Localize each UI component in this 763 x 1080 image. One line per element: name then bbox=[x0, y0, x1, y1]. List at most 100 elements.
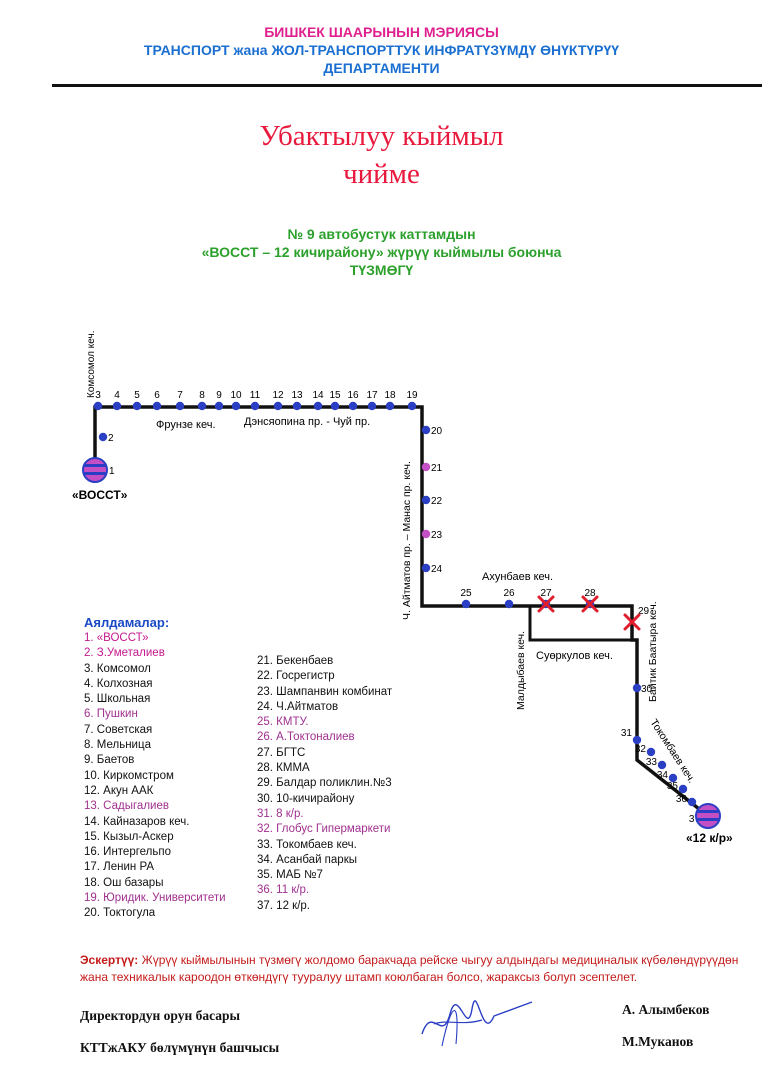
header-divider bbox=[52, 84, 762, 87]
stop-number-23: 23 bbox=[431, 530, 443, 541]
legend-item: 19. Юридик. Университети bbox=[84, 892, 226, 905]
legend-item: 12. Акун ААК bbox=[84, 784, 154, 797]
legend-item: 16. Интергельпо bbox=[84, 846, 172, 859]
note-label: Эскертүү: bbox=[80, 953, 139, 967]
legend-item: 6. Пушкин bbox=[84, 708, 138, 721]
stop-number-22: 22 bbox=[431, 496, 443, 507]
route-subtitle-line3: ТҮЗМӨГҮ bbox=[349, 262, 414, 278]
street-label-maldybaev: Малдыбаев кеч. bbox=[515, 631, 527, 710]
stop-number-17: 17 bbox=[366, 390, 378, 401]
route-subtitle-line1: № 9 автобустук каттамдын bbox=[287, 226, 476, 242]
stop-marker-30 bbox=[632, 683, 642, 693]
legend-title: Аялдамалар: bbox=[84, 615, 170, 630]
street-label-dzerzhinka: Дэнсяопина пр. - Чуй пр. bbox=[244, 416, 370, 428]
stop-marker-15 bbox=[330, 401, 340, 411]
stop-marker-11 bbox=[250, 401, 260, 411]
stop-number-26: 26 bbox=[503, 588, 515, 599]
stop-marker-19 bbox=[407, 401, 417, 411]
closed-cross-icon-29 bbox=[623, 613, 641, 631]
handwritten-signature bbox=[421, 1000, 533, 1047]
street-label-frunze: Фрунзе кеч. bbox=[156, 419, 216, 431]
stop-number-1: 1 bbox=[109, 466, 115, 477]
note-text: Жүрүү кыймылынын түзмөгү жолдомо баракча… bbox=[80, 953, 739, 984]
stop-marker-31 bbox=[632, 735, 642, 745]
stop-marker-36 bbox=[687, 797, 697, 807]
stop-number-32: 32 bbox=[635, 744, 647, 755]
stop-number-14: 14 bbox=[312, 390, 324, 401]
legend-item: 18. Ош базары bbox=[84, 876, 164, 889]
stop-marker-9 bbox=[214, 401, 224, 411]
stop-number-24: 24 bbox=[431, 564, 443, 575]
stop-marker-5 bbox=[132, 401, 142, 411]
legend-item: 37. 12 к/р. bbox=[257, 899, 310, 912]
legend-item: 36. 11 к/р. bbox=[257, 884, 310, 897]
stop-number-6: 6 bbox=[154, 390, 160, 401]
stop-marker-13 bbox=[292, 401, 302, 411]
legend-item: 20. Токтогула bbox=[84, 907, 156, 920]
closed-cross-icon-28 bbox=[581, 595, 599, 613]
terminal-end-icon bbox=[695, 803, 721, 829]
stop-number-7: 7 bbox=[177, 390, 183, 401]
street-label-baitik: Байтик Баатыра кеч. bbox=[647, 601, 659, 702]
street-label-komsomol: Комсомол кеч. bbox=[86, 331, 97, 398]
legend-item: 31. 8 к/р. bbox=[257, 807, 304, 820]
closed-cross-icon-27 bbox=[537, 595, 555, 613]
stop-number-20: 20 bbox=[431, 426, 443, 437]
signature-left-title-1: Директордун орун басары bbox=[80, 1008, 241, 1023]
legend-item: 14. Кайназаров кеч. bbox=[84, 815, 190, 828]
stop-number-35: 35 bbox=[667, 781, 679, 792]
stop-number-8: 8 bbox=[199, 390, 205, 401]
stop-number-34: 34 bbox=[657, 770, 669, 781]
legend-item: 25. КМТУ. bbox=[257, 716, 309, 729]
stop-marker-4 bbox=[112, 401, 122, 411]
stop-marker-20 bbox=[421, 425, 431, 435]
legend-item: 5. Школьная bbox=[84, 693, 151, 706]
stop-number-31: 31 bbox=[621, 728, 633, 739]
stop-number-29: 29 bbox=[638, 606, 650, 617]
stop-number-11: 11 bbox=[250, 390, 261, 401]
header-department-line: ТРАНСПОРТ жана ЖОЛ-ТРАНСПОРТТУК ИНФРАТҮЗ… bbox=[143, 42, 620, 58]
stop-number-12: 12 bbox=[272, 390, 284, 401]
stop-number-18: 18 bbox=[384, 390, 396, 401]
stop-marker-22 bbox=[421, 495, 431, 505]
stop-number-33: 33 bbox=[646, 757, 658, 768]
legend-item: 4. Колхозная bbox=[84, 677, 153, 690]
street-label-suyorkulov: Суөркулов кеч. bbox=[536, 650, 613, 662]
page-title-line2: чийме bbox=[343, 158, 420, 190]
stop-marker-23 bbox=[421, 529, 431, 539]
route-detour-line bbox=[528, 606, 632, 642]
signature-right-name-1: А. Алымбеков bbox=[622, 1002, 710, 1017]
stop-marker-17 bbox=[367, 401, 377, 411]
legend-item: 33. Токомбаев кеч. bbox=[257, 838, 357, 851]
stop-number-30: 30 bbox=[641, 684, 653, 695]
street-label-akhunbaev: Ахунбаев кеч. bbox=[482, 571, 553, 583]
legend-item: 3. Комсомол bbox=[84, 662, 151, 675]
terminal-end-label: «12 к/р» bbox=[686, 831, 733, 845]
stop-marker-7 bbox=[175, 401, 185, 411]
legend-item: 35. МАБ №7 bbox=[257, 869, 323, 882]
stop-number-4: 4 bbox=[114, 390, 120, 401]
stop-number-27: 27 bbox=[540, 588, 552, 599]
note-block: Эскертүү: Жүрүү кыймылынын түзмөгү жолдо… bbox=[80, 952, 763, 986]
stop-marker-32 bbox=[646, 747, 656, 757]
legend-item: 32. Глобус Гипермаркети bbox=[257, 823, 391, 836]
stop-marker-35 bbox=[678, 784, 688, 794]
stop-marker-24 bbox=[421, 563, 431, 573]
stop-number-2: 2 bbox=[108, 433, 114, 444]
stop-marker-12 bbox=[273, 401, 283, 411]
stop-number-36: 36 bbox=[676, 794, 688, 805]
legend-item: 17. Ленин РА bbox=[84, 861, 155, 874]
legend-item: 24. Ч.Айтматов bbox=[257, 700, 339, 713]
legend-item: 34. Асанбай паркы bbox=[257, 853, 358, 866]
signature-left-title-2: КТТжАКУ бөлүмүнүн башчысы bbox=[80, 1040, 280, 1055]
stop-marker-2 bbox=[98, 432, 108, 442]
terminal-start-icon bbox=[82, 457, 108, 483]
legend-item: 7. Советская bbox=[84, 723, 153, 736]
legend-item: 27. БГТС bbox=[257, 746, 306, 759]
stop-number-28: 28 bbox=[584, 588, 596, 599]
legend-item: 26. А.Токтоналиев bbox=[257, 731, 355, 744]
stop-number-16: 16 bbox=[347, 390, 359, 401]
page-title-line1: Убактылуу кыймыл bbox=[259, 120, 504, 152]
